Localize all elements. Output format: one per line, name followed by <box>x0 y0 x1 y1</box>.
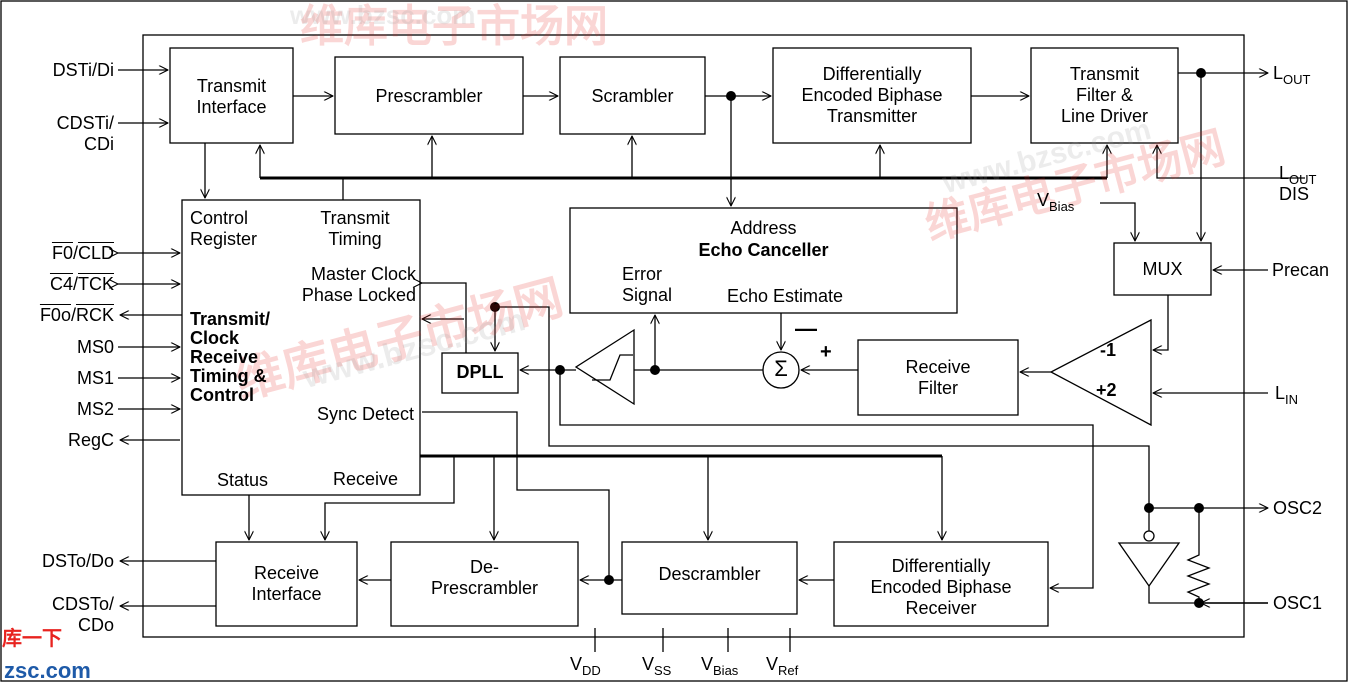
pin-ms2: MS2 <box>76 399 114 419</box>
pin-cdsti: CDSTi/CDi <box>56 113 114 154</box>
echo-canceller-block <box>569 207 958 314</box>
pin-f0o-rck: F0o/RCK <box>39 305 114 325</box>
pin-osc2: OSC2 <box>1273 498 1323 518</box>
echo-estimate-label: Echo Estimate <box>727 286 844 306</box>
scrambler-label: Scrambler <box>591 86 674 106</box>
deprescrambler-label: De-Prescrambler <box>430 557 539 598</box>
chip-boundary <box>142 34 1245 638</box>
pin-vdd: VDD <box>570 654 601 678</box>
oscillator-inverter <box>1117 542 1181 588</box>
oscillator-resistor <box>1186 540 1211 603</box>
pin-dsti: DSTi/Di <box>52 60 114 80</box>
dpll-label: DPLL <box>456 362 504 382</box>
timing-control-block <box>181 199 421 496</box>
pin-cdsto: CDSTo/CDo <box>51 594 114 635</box>
pin-ms0: MS0 <box>76 337 114 357</box>
prescrambler-label: Prescrambler <box>375 86 483 106</box>
receiver-block <box>833 541 1049 627</box>
watermark-text: 维库电子市场网 <box>300 2 608 51</box>
sum-minus-sign: — <box>795 316 817 341</box>
pin-osc1: OSC1 <box>1273 593 1323 613</box>
sigma-symbol: Σ <box>774 356 788 381</box>
amp-minus-label: -1 <box>1100 340 1117 360</box>
pin-lin: LIN <box>1275 383 1299 407</box>
junction-dots <box>490 68 1206 608</box>
vbias-input-label: VBias <box>1037 190 1075 214</box>
pin-precan: Precan <box>1272 260 1330 280</box>
slicer-symbol <box>592 354 633 381</box>
line-amplifier <box>1049 318 1152 427</box>
descrambler-block <box>621 541 798 615</box>
pin-dsto: DSTo/Do <box>41 551 114 571</box>
mux-block <box>1113 242 1212 296</box>
inverter-bubble <box>1143 530 1155 542</box>
sync-detect-label: Sync Detect <box>316 404 414 424</box>
mux-label: MUX <box>1142 259 1183 279</box>
watermark-logo: 库一下 <box>2 628 62 650</box>
pin-f0-cld: F0/CLD <box>51 243 114 263</box>
pin-vbias: VBias <box>701 654 739 678</box>
echo-address-label: Address <box>730 218 797 238</box>
watermark-url: www.bzsc.com <box>290 0 476 30</box>
pin-c4-tck: C4/TCK <box>49 274 114 294</box>
slicer-amplifier <box>574 328 635 406</box>
receive-interface-block <box>215 541 358 627</box>
pin-vref: VRef <box>766 654 799 678</box>
deprescrambler-block <box>390 541 579 627</box>
echo-canceller-title: Echo Canceller <box>698 240 829 260</box>
receive-filter-block <box>857 339 1019 416</box>
amp-plus-label: +2 <box>1096 380 1117 400</box>
pin-regc: RegC <box>67 430 114 450</box>
watermark-logo-url: zsc.com <box>4 658 91 683</box>
receive-label: Receive <box>333 469 399 489</box>
descrambler-label: Descrambler <box>658 564 761 584</box>
dpll-block <box>441 352 519 394</box>
status-label: Status <box>217 470 269 490</box>
pin-lout: LOUT <box>1273 63 1311 87</box>
sum-plus-sign: + <box>820 341 832 363</box>
transmit-filter-block <box>1030 47 1179 144</box>
pin-ms1: MS1 <box>76 368 114 388</box>
pin-vss: VSS <box>642 654 672 678</box>
